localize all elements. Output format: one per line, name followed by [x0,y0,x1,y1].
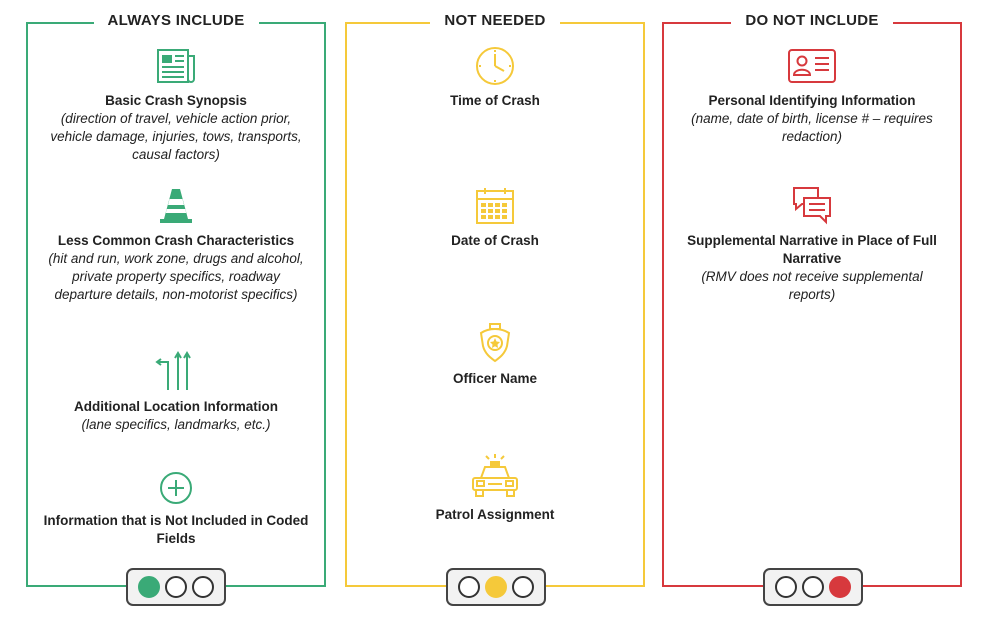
item-officer-name: Officer Name [347,322,643,388]
patrol-car-icon [472,454,518,497]
lane-arrows-icon [155,351,191,390]
newspaper-icon [157,49,195,83]
not-needed-panel: NOT NEEDED Time of Crash [345,12,645,606]
badge-icon [479,323,511,363]
item-title: Time of Crash [450,93,540,108]
lamp-right [192,576,214,598]
traffic-cone-icon [160,189,192,223]
item-description: (direction of travel, vehicle action pri… [50,111,302,162]
id-card-icon [788,49,836,83]
item-description: (name, date of birth, license # – requir… [691,111,933,144]
traffic-light-red [763,568,863,606]
item-patrol-assignment: Patrol Assignment [347,452,643,524]
calendar-icon [476,188,514,224]
lamp-left [458,576,480,598]
lamp-left [138,576,160,598]
clock-icon [476,47,514,85]
item-personal-identifying-info: Personal Identifying Information (name, … [664,46,960,146]
always-include-title: ALWAYS INCLUDE [93,12,259,29]
lamp-right [512,576,534,598]
traffic-light-yellow [446,568,546,606]
item-title: Patrol Assignment [435,507,555,522]
item-title: Officer Name [452,371,538,386]
lamp-middle [485,576,507,598]
item-additional-location: Additional Location Information (lane sp… [28,350,324,434]
item-date-of-crash: Date of Crash [347,186,643,250]
lamp-right [829,576,851,598]
item-not-coded-fields: Information that is Not Included in Code… [28,470,324,548]
item-title: Supplemental Narrative in Place of Full … [687,233,937,266]
chat-bubbles-icon [793,187,831,225]
panel-title: NOT NEEDED [347,12,643,30]
do-not-include-panel: DO NOT INCLUDE Personal Identifying Info… [662,12,962,606]
not-needed-title: NOT NEEDED [430,12,560,29]
lamp-middle [165,576,187,598]
item-description: (hit and run, work zone, drugs and alcoh… [48,251,304,302]
do-not-include-title: DO NOT INCLUDE [731,12,893,29]
lamp-middle [802,576,824,598]
panel-title: ALWAYS INCLUDE [28,12,324,30]
item-title: Personal Identifying Information [708,93,916,108]
item-less-common-characteristics: Less Common Crash Characteristics (hit a… [28,186,324,304]
item-title: Additional Location Information [74,399,278,414]
item-description: (lane specifics, landmarks, etc.) [81,417,271,432]
item-basic-crash-synopsis: Basic Crash Synopsis (direction of trave… [28,46,324,164]
item-title: Less Common Crash Characteristics [57,233,295,248]
traffic-light-green [126,568,226,606]
item-title: Date of Crash [451,233,539,248]
plus-circle-icon [160,472,192,504]
item-description: (RMV does not receive supplemental repor… [701,269,923,302]
always-include-panel: ALWAYS INCLUDE Basic Crash Synopsis (dir… [26,12,326,606]
item-title: Basic Crash Synopsis [105,93,247,108]
item-time-of-crash: Time of Crash [347,46,643,110]
item-title: Information that is Not Included in Code… [43,513,309,546]
panel-title: DO NOT INCLUDE [664,12,960,30]
lamp-left [775,576,797,598]
item-supplemental-narrative: Supplemental Narrative in Place of Full … [664,184,960,304]
